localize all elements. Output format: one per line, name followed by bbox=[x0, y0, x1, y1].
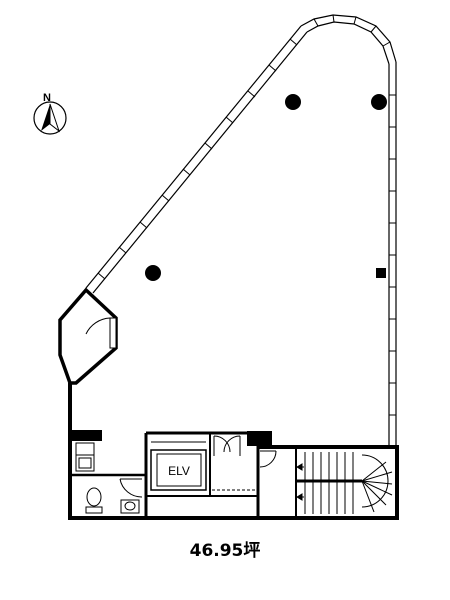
elevator-label: ELV bbox=[168, 464, 190, 478]
bay-door-swing bbox=[85, 317, 117, 349]
column bbox=[285, 94, 301, 110]
staircase bbox=[296, 452, 393, 514]
north-arrow: N bbox=[33, 92, 67, 135]
elevator: ELV bbox=[150, 441, 207, 491]
washbasin-fixture bbox=[120, 499, 140, 514]
exterior-walls bbox=[68, 383, 399, 520]
stair-door-swing bbox=[259, 450, 277, 468]
right-window bbox=[388, 62, 397, 447]
north-label: N bbox=[43, 92, 51, 104]
wall-block bbox=[247, 431, 272, 446]
area-label: 46.95坪 bbox=[189, 541, 261, 561]
diagonal-window bbox=[85, 25, 308, 294]
column bbox=[145, 265, 161, 281]
hexagonal-bay bbox=[58, 287, 118, 385]
toilet-fixture bbox=[85, 487, 103, 514]
compass-arrow-right bbox=[49, 103, 60, 133]
toilet-door-swing bbox=[119, 478, 143, 498]
elevator-car-inner bbox=[156, 453, 202, 487]
sink-fixture bbox=[75, 442, 95, 472]
closet-door-swing bbox=[213, 435, 241, 456]
column bbox=[376, 268, 386, 278]
elevator-car bbox=[150, 449, 207, 491]
wall-block bbox=[70, 430, 102, 441]
compass-arrow-left bbox=[41, 104, 50, 131]
compass-circle bbox=[33, 101, 67, 135]
curved-window bbox=[300, 14, 397, 65]
column bbox=[371, 94, 387, 110]
core-walls bbox=[70, 431, 297, 518]
